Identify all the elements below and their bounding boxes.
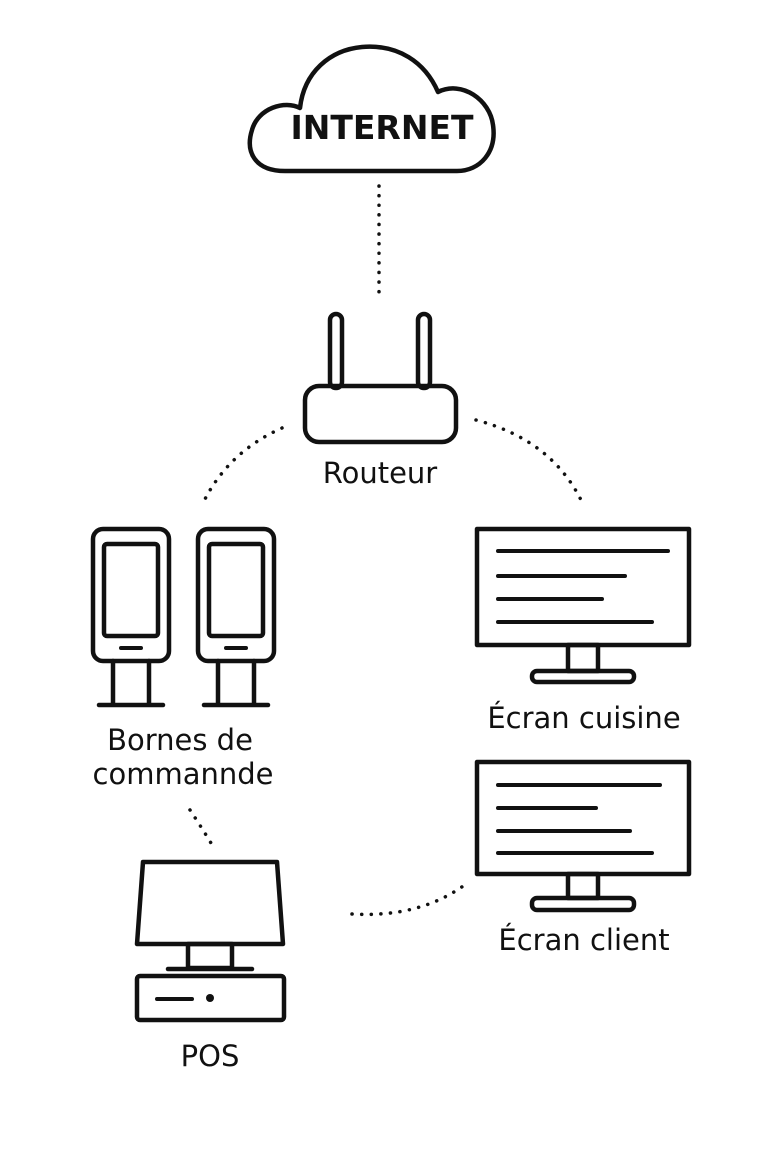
customer-screen-label: Écran client [498, 923, 669, 957]
cloud-icon [247, 44, 496, 174]
internet-label: INTERNET [290, 108, 474, 147]
kitchen-screen-label: Écran cuisine [487, 701, 680, 735]
pos-label: POS [181, 1039, 240, 1073]
link-kiosks-pos [188, 808, 216, 850]
link-router-kiosks [201, 426, 284, 505]
pos-terminal-icon [134, 859, 287, 1023]
router-label: Routeur [323, 456, 438, 490]
router-icon [302, 311, 459, 445]
connections [188, 184, 584, 917]
router-node: Routeur [302, 311, 459, 490]
monitor-icon [474, 759, 692, 913]
kiosks-label-line2: commannde [93, 757, 274, 791]
link-router-kitchen-screen [474, 418, 584, 504]
kiosks-label-line1: Bornes de [107, 723, 253, 757]
kiosk-icon [90, 526, 172, 708]
pos-node: POS [134, 859, 287, 1073]
internet-node: INTERNET [247, 44, 496, 174]
kiosk-icon [195, 526, 277, 708]
customer-screen-node: Écran client [474, 759, 692, 957]
link-pos-customer-screen [350, 882, 468, 917]
kitchen-screen-node: Écran cuisine [474, 526, 692, 735]
monitor-icon [474, 526, 692, 685]
kiosks-node: Bornes de commannde [90, 526, 277, 791]
